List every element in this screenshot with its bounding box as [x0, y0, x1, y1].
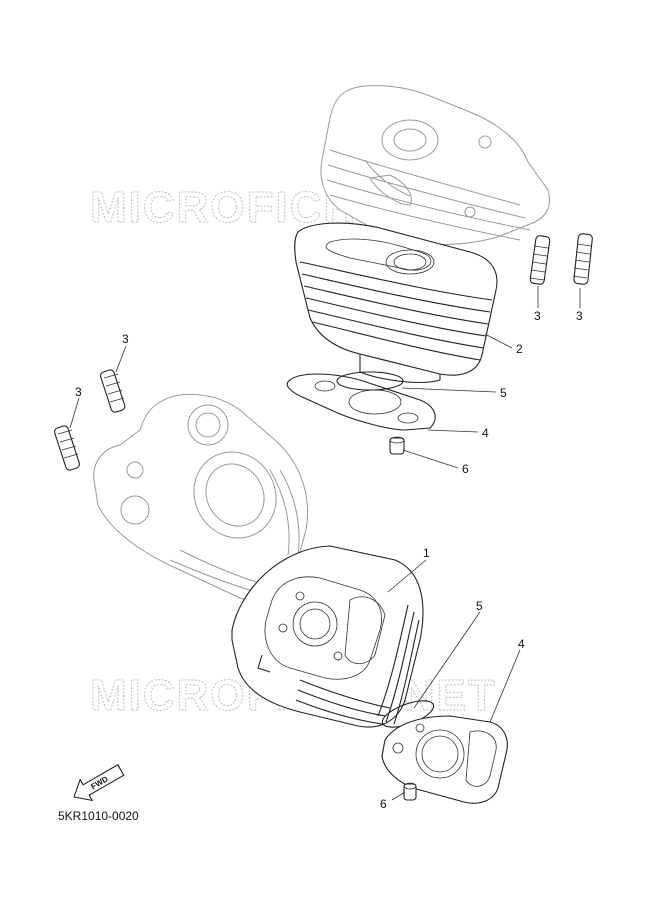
- callout-lower-oring: 5: [476, 599, 483, 613]
- upper-cylinder-head-ghost: [320, 85, 550, 246]
- upper-gasket: [286, 373, 436, 431]
- lower-stud-bolt-a: [100, 369, 126, 413]
- callout-upper-cylinder: 2: [516, 342, 523, 356]
- lower-stud-bolt-b: [54, 425, 80, 471]
- callout-lower-gasket: 4: [518, 637, 525, 651]
- callout-upper-oring: 5: [500, 386, 507, 400]
- callout-lower-cylinder: 1: [423, 546, 430, 560]
- upper-leader-lines: [401, 286, 581, 469]
- upper-dowel-pin: [389, 436, 405, 455]
- upper-cylinder: [294, 222, 498, 383]
- upper-stud-bolt-a: [529, 235, 551, 285]
- fwd-arrow-icon: FWD: [73, 764, 125, 802]
- lower-cylinder-head-ghost: [93, 393, 309, 602]
- callout-upper-bolt-a: 3: [534, 309, 541, 323]
- lower-leader-lines: [69, 345, 521, 801]
- callout-lower-dowel: 6: [380, 797, 387, 811]
- callout-upper-gasket: 4: [482, 426, 489, 440]
- callout-upper-dowel: 6: [462, 462, 469, 476]
- callout-lower-bolt-b: 3: [75, 385, 82, 399]
- lower-dowel-pin: [403, 782, 417, 801]
- diagram-code: 5KR1010-0020: [58, 809, 139, 823]
- upper-stud-bolt-b: [572, 233, 593, 285]
- upper-o-ring: [336, 371, 404, 391]
- callout-lower-bolt-a: 3: [122, 332, 129, 346]
- callout-upper-bolt-b: 3: [576, 309, 583, 323]
- lower-cylinder: [231, 545, 424, 728]
- lower-gasket: [381, 715, 508, 804]
